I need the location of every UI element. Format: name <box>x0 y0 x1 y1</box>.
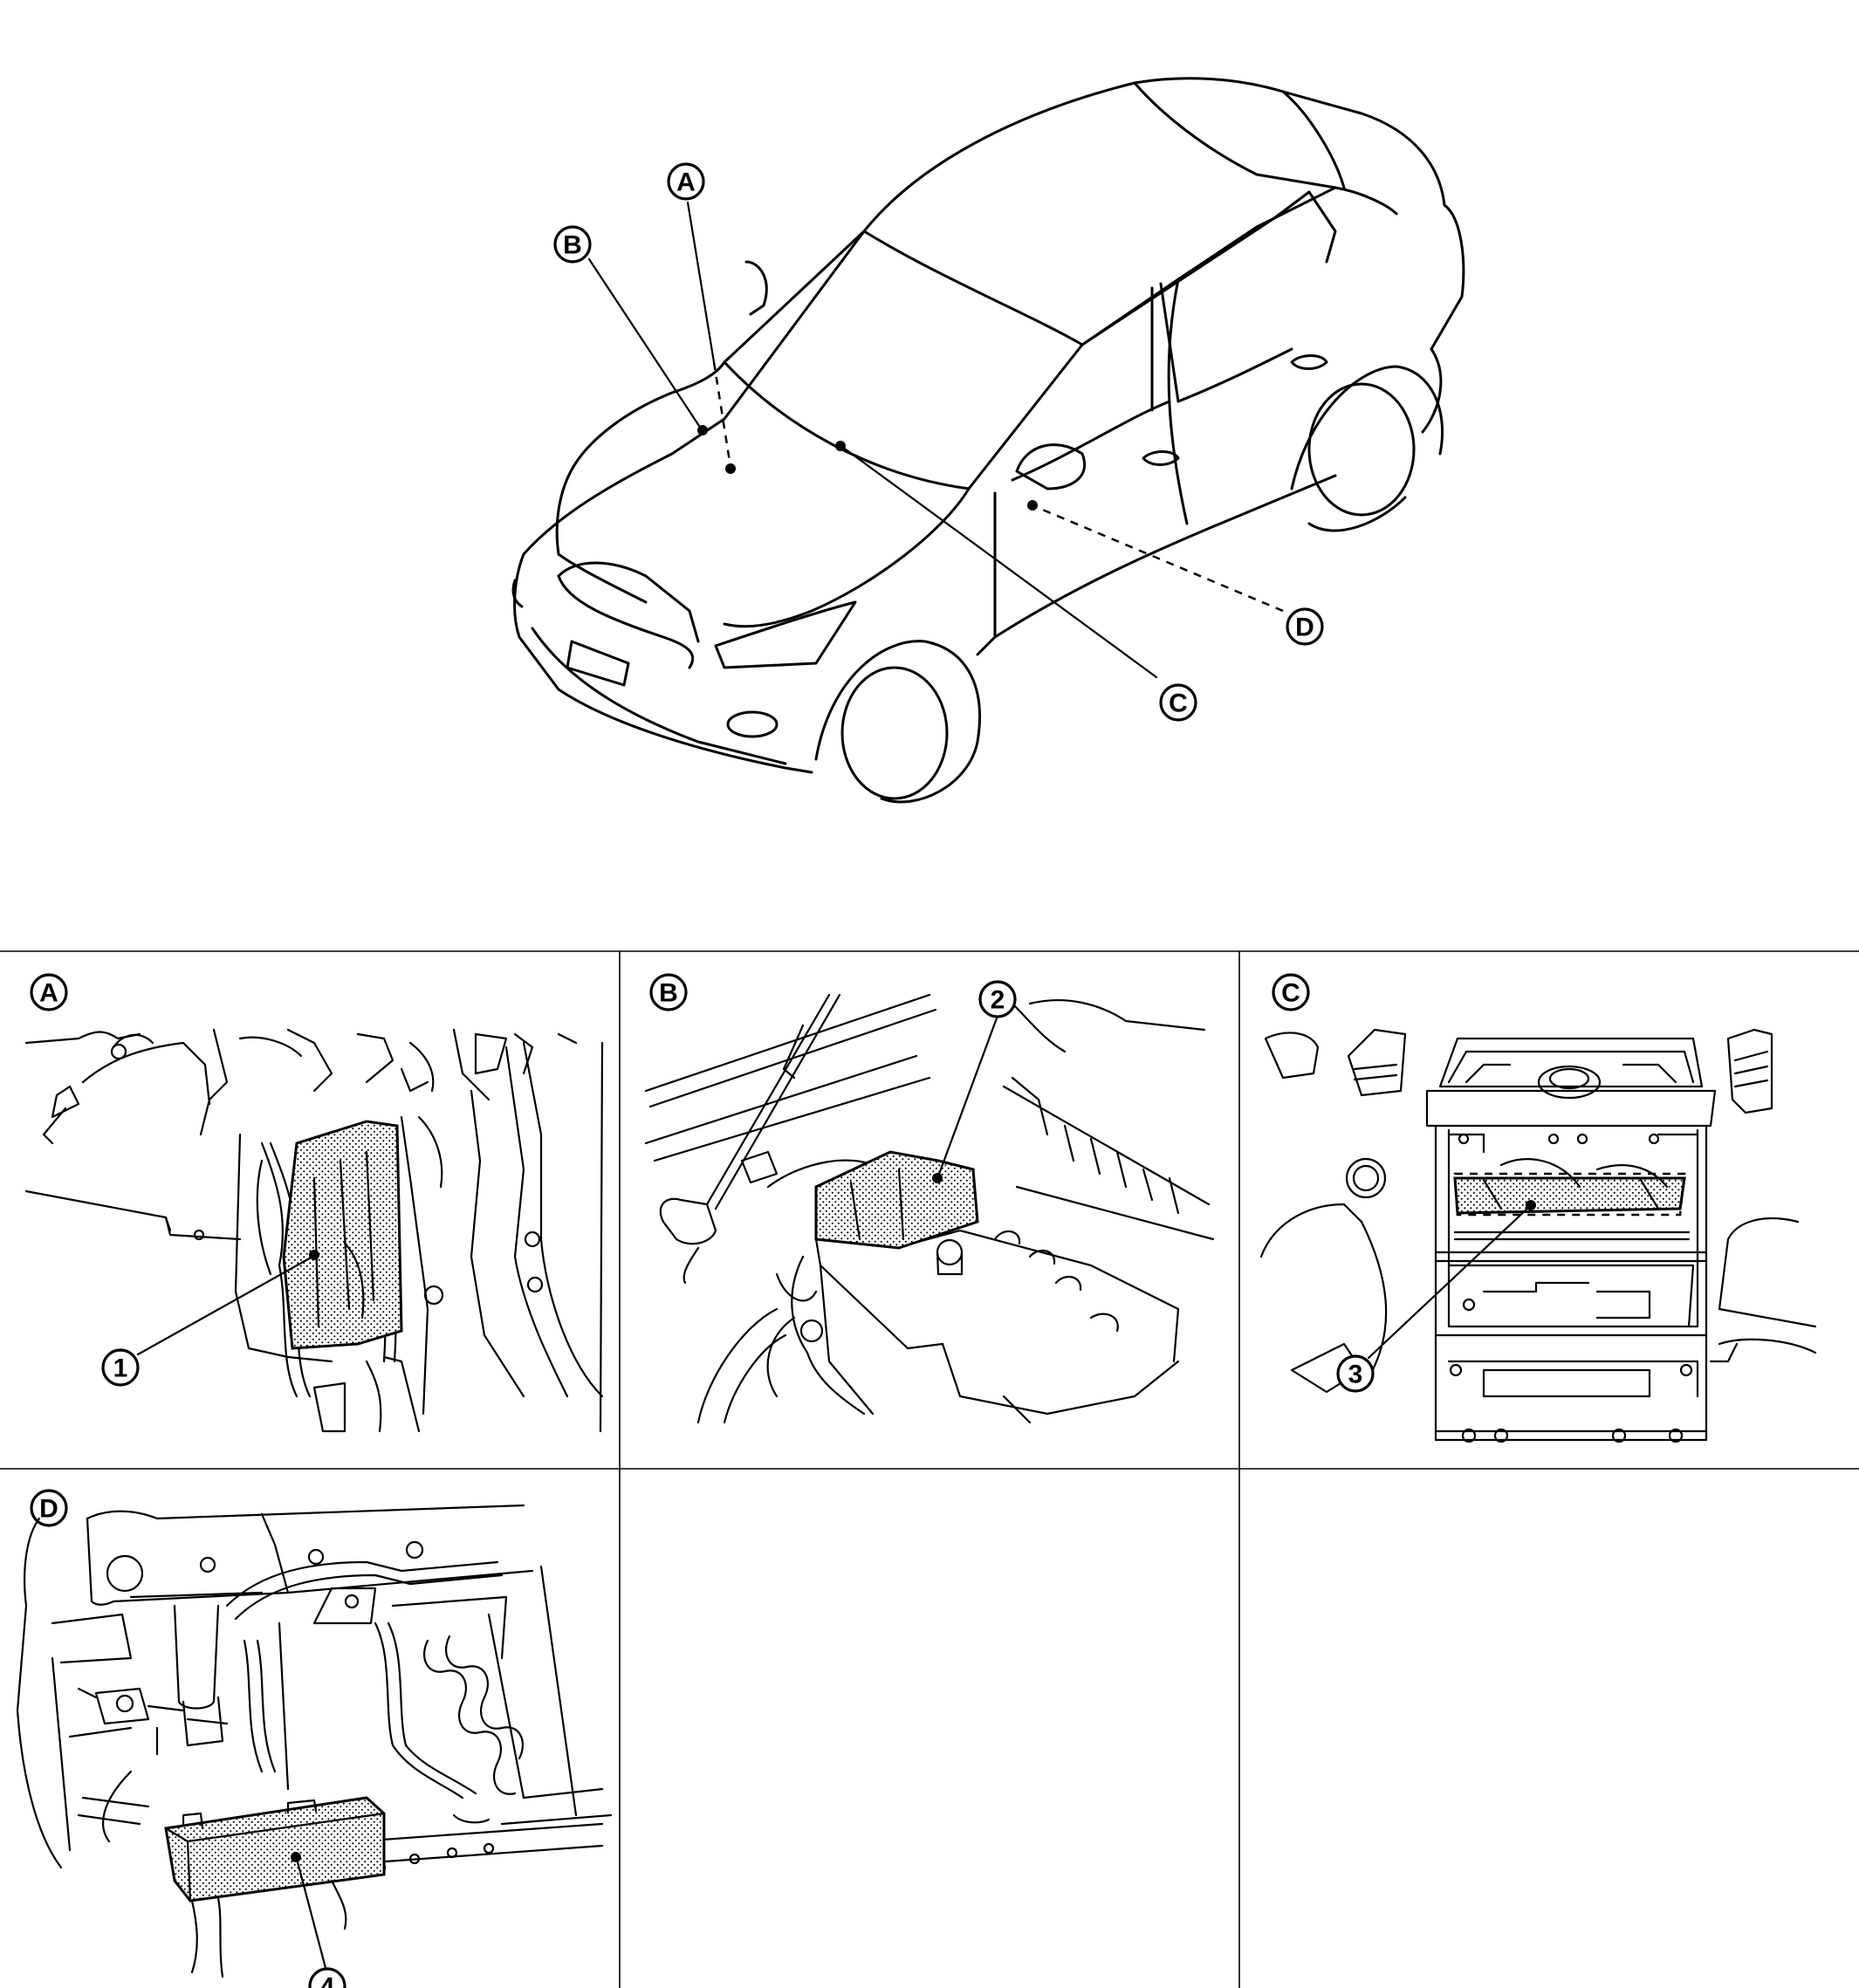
callout-a: A <box>667 162 705 201</box>
location-dot-b <box>697 425 708 435</box>
svg-text:B: B <box>563 231 582 260</box>
location-dot-d <box>1027 500 1038 511</box>
callout-b: B <box>553 225 592 264</box>
part-1-module <box>282 1120 403 1350</box>
leader-line-a-hidden <box>712 361 732 468</box>
part-callout-1: 1 <box>101 1348 140 1387</box>
part-3-hidden-outline <box>1453 1172 1686 1217</box>
detail-panel-b: B <box>644 973 1215 1424</box>
part-callout-4: 4 <box>308 1967 346 1988</box>
empty-panel-e <box>621 1470 1238 1988</box>
leader-line-part-3 <box>1367 1205 1531 1360</box>
svg-text:D: D <box>1295 614 1314 642</box>
detail-panel-c: C <box>1259 973 1817 1443</box>
leader-line-c <box>840 445 1158 679</box>
panel-label-c: C <box>1272 973 1310 1011</box>
location-dot-c <box>835 441 846 451</box>
location-dot-a <box>725 463 736 474</box>
part-callout-2: 2 <box>978 980 1017 1018</box>
svg-text:D: D <box>39 1495 58 1524</box>
leader-line-part-2 <box>936 1014 999 1178</box>
vehicle-overview: A B C D <box>511 77 1465 804</box>
svg-text:4: 4 <box>320 1973 335 1988</box>
leader-line-b <box>587 257 703 430</box>
svg-text:A: A <box>39 979 58 1008</box>
panel-label-a: A <box>30 973 68 1011</box>
leader-line-part-4 <box>295 1857 327 1970</box>
detail-grid <box>0 950 1859 1988</box>
svg-text:2: 2 <box>991 986 1005 1015</box>
panel-label-b: B <box>649 973 688 1011</box>
svg-text:1: 1 <box>113 1354 128 1383</box>
svg-text:A: A <box>676 168 696 197</box>
callout-d: D <box>1286 607 1324 646</box>
callout-c: C <box>1159 683 1197 722</box>
leader-line-part-1 <box>136 1255 314 1356</box>
svg-text:3: 3 <box>1348 1361 1363 1389</box>
detail-panel-d: D <box>16 1489 613 1988</box>
svg-text:C: C <box>1281 979 1300 1008</box>
empty-panel-f <box>1241 1470 1859 1988</box>
part-callout-3: 3 <box>1336 1354 1375 1393</box>
panel-label-d: D <box>30 1489 68 1527</box>
svg-text:B: B <box>659 979 678 1008</box>
detail-panel-a: A <box>24 973 604 1433</box>
svg-text:C: C <box>1169 689 1188 718</box>
leader-line-d <box>1033 504 1284 613</box>
part-4-module <box>164 1796 386 1902</box>
part-2-module <box>814 1150 979 1250</box>
leader-line-a <box>686 201 716 364</box>
